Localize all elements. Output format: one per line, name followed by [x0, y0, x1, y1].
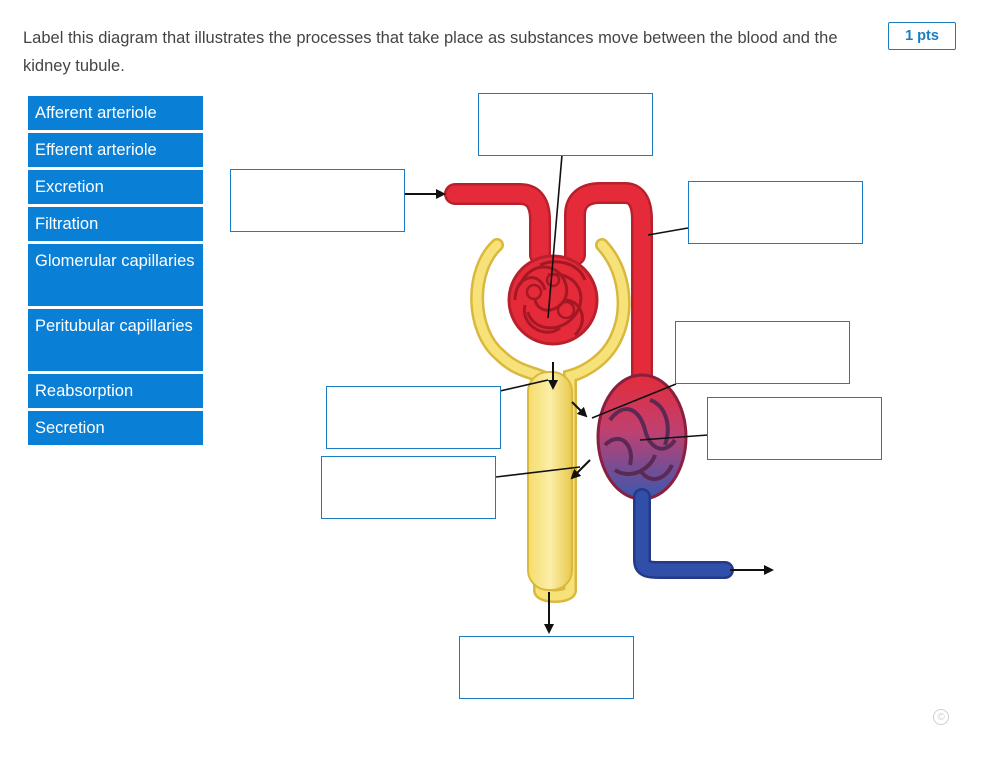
leader-line-left-low — [495, 466, 581, 478]
afferent-arteriole-vessel — [444, 183, 551, 266]
label-chip-efferent-arteriole[interactable]: Efferent arteriole — [28, 133, 203, 167]
label-chip-filtration[interactable]: Filtration — [28, 207, 203, 241]
peritubular-capillaries — [596, 373, 734, 579]
drop-target-right-low[interactable] — [707, 397, 882, 460]
label-bank: Afferent arteriole Efferent arteriole Ex… — [28, 96, 203, 448]
label-chip-reabsorption[interactable]: Reabsorption — [28, 374, 203, 408]
question-text: Label this diagram that illustrates the … — [23, 29, 838, 75]
leader-line-right-mid — [591, 383, 677, 419]
label-chip-glomerular-capillaries[interactable]: Glomerular capillaries — [28, 244, 203, 306]
leader-lines — [495, 154, 709, 478]
drop-target-right-mid[interactable] — [675, 321, 850, 384]
label-chip-excretion[interactable]: Excretion — [28, 170, 203, 204]
leader-line-right-top — [647, 227, 689, 236]
label-chip-secretion[interactable]: Secretion — [28, 411, 203, 445]
flow-arrows — [405, 189, 774, 634]
drop-target-left-low[interactable] — [321, 456, 496, 519]
leader-line-top — [547, 154, 563, 319]
renal-tubule — [527, 371, 573, 591]
leader-line-right-low — [639, 434, 709, 441]
copyright-icon: © — [933, 709, 949, 725]
arrow-reabsorption — [571, 401, 588, 418]
drop-target-left-mid[interactable] — [326, 386, 501, 449]
leader-line-left-mid — [499, 379, 549, 392]
efferent-arteriole-vessel — [564, 182, 653, 396]
glomerular-capillaries — [507, 254, 599, 346]
label-chip-afferent-arteriole[interactable]: Afferent arteriole — [28, 96, 203, 130]
arrow-secretion — [570, 459, 591, 480]
drop-target-bottom[interactable] — [459, 636, 634, 699]
drop-target-right-top[interactable] — [688, 181, 863, 244]
points-badge: 1 pts — [888, 22, 956, 50]
drop-target-left-top[interactable] — [230, 169, 405, 232]
drop-target-top[interactable] — [478, 93, 653, 156]
label-chip-peritubular-capillaries[interactable]: Peritubular capillaries — [28, 309, 203, 371]
bowmans-capsule — [470, 238, 631, 603]
